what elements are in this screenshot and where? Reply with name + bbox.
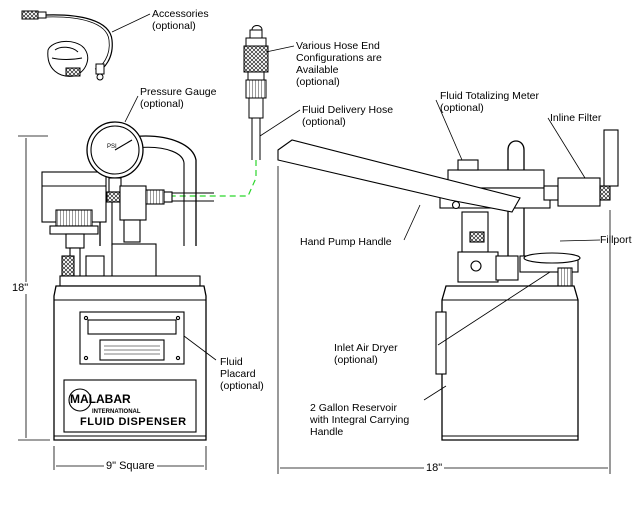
callout-pressure-gauge-line2: (optional) — [140, 98, 184, 110]
callout-reservoir: 2 Gallon Reservoir with Integral Carryin… — [310, 402, 409, 438]
callout-totalizing-meter-line2: (optional) — [440, 102, 484, 114]
leader-pressure-gauge — [124, 95, 139, 123]
delivery-hose-line — [170, 160, 257, 197]
dimension-front-height: 18" — [10, 282, 31, 294]
svg-text:PSI: PSI — [107, 144, 117, 150]
callout-fluid-placard: Fluid Placard (optional) — [220, 356, 264, 392]
callout-totalizing-meter-line1: Fluid Totalizing Meter — [440, 90, 540, 102]
callout-delivery-hose-line2: (optional) — [302, 116, 346, 128]
callout-fluid-placard-line3: (optional) — [220, 380, 264, 392]
callout-inlet-air-dryer-line1: Inlet Air Dryer — [334, 342, 398, 354]
leader-accessories — [111, 13, 151, 33]
leader-hose-end — [265, 45, 295, 53]
callout-reservoir-line3: Handle — [310, 426, 344, 438]
callout-fluid-placard-line1: Fluid — [220, 356, 243, 368]
callout-delivery-hose-line1: Fluid Delivery Hose — [302, 104, 394, 116]
leader-delivery-hose — [259, 109, 301, 137]
callout-inline-filter: Inline Filter — [550, 112, 601, 124]
callout-inlet-air-dryer: Inlet Air Dryer (optional) — [334, 342, 398, 366]
callout-totalizing-meter: Fluid Totalizing Meter (optional) — [440, 90, 539, 114]
callout-hose-end: Various Hose End Configurations are Avai… — [296, 40, 382, 88]
callout-inlet-air-dryer-line2: (optional) — [334, 354, 378, 366]
callout-hand-pump-handle: Hand Pump Handle — [300, 236, 392, 248]
side-view-drawing — [277, 129, 619, 441]
callout-hand-pump-handle-line1: Hand Pump Handle — [300, 236, 392, 248]
callout-delivery-hose: Fluid Delivery Hose (optional) — [302, 104, 393, 128]
accessories-drawing — [21, 10, 113, 81]
callout-fillport: Fillport — [600, 234, 632, 246]
product-label-sub: INTERNATIONAL — [92, 409, 141, 415]
callout-reservoir-line2: with Integral Carrying — [310, 414, 410, 426]
callout-hose-end-line2: Configurations are — [296, 52, 382, 64]
dimension-side-width: 18" — [424, 462, 445, 474]
callout-hose-end-line3: Available — [296, 64, 339, 76]
callout-accessories-line2: (optional) — [152, 20, 196, 32]
callout-fillport-line1: Fillport — [600, 234, 632, 246]
callout-pressure-gauge: Pressure Gauge (optional) — [140, 86, 216, 110]
product-label-brand: MALABAR — [70, 392, 131, 406]
callout-fluid-placard-line2: Placard — [220, 368, 256, 380]
leader-fluid-placard — [183, 335, 217, 361]
callout-hose-end-line4: (optional) — [296, 76, 340, 88]
callout-hose-end-line1: Various Hose End — [296, 40, 380, 52]
callout-reservoir-line1: 2 Gallon Reservoir — [310, 402, 397, 414]
dimension-front-width: 9" Square — [104, 460, 157, 472]
callout-inline-filter-line1: Inline Filter — [550, 112, 602, 124]
product-label-product: FLUID DISPENSER — [80, 416, 187, 428]
side-leader-lines — [403, 99, 601, 401]
front-view-drawing: PSI — [41, 121, 214, 441]
callout-accessories-line1: Accessories — [152, 8, 209, 20]
callout-pressure-gauge-line1: Pressure Gauge — [140, 86, 217, 98]
callout-accessories: Accessories (optional) — [152, 8, 209, 32]
hose-end-drawing — [243, 25, 269, 160]
